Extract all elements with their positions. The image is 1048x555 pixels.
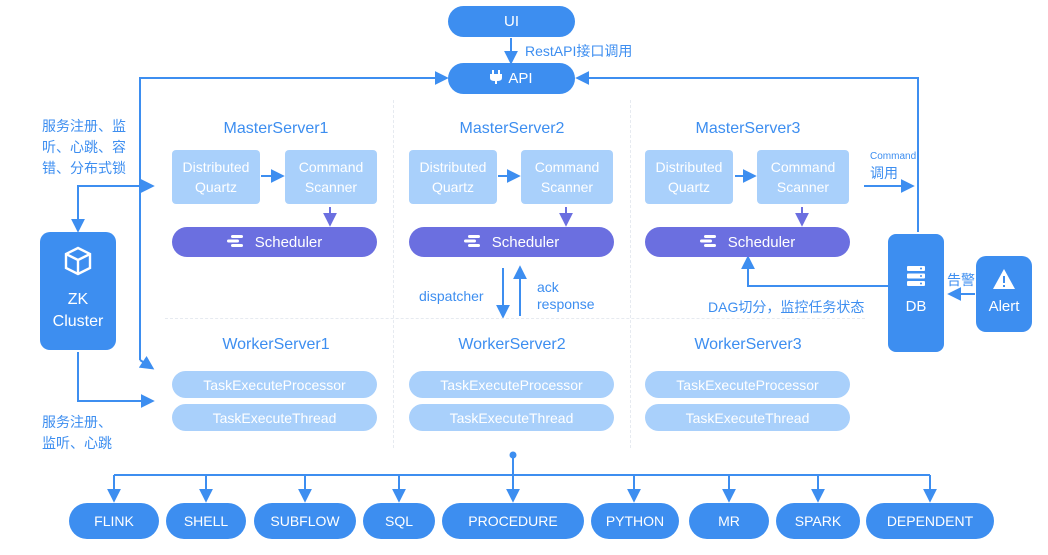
distributed-quartz-box: Distributed Quartz — [409, 150, 497, 204]
note-line: 服务注册、 — [42, 414, 112, 430]
master-title: MasterServer3 — [695, 120, 801, 137]
task-type-flink: FLINK — [69, 503, 159, 539]
zk-cluster-node: ZK Cluster — [40, 232, 116, 350]
command-scanner-box: Command Scanner — [757, 150, 849, 204]
command-scanner-box: Command Scanner — [521, 150, 613, 204]
restapi-note: RestAPI接口调用 — [525, 43, 633, 59]
task-type-python: PYTHON — [591, 503, 679, 539]
scheduler-label: Scheduler — [491, 233, 560, 251]
task-type-sql: SQL — [363, 503, 435, 539]
ui-node: UI — [448, 6, 575, 37]
alert-node: Alert — [976, 256, 1032, 332]
note-line: 错、分布式锁 — [42, 160, 126, 176]
box-line: Scanner — [540, 179, 594, 195]
box-line: Quartz — [194, 179, 237, 195]
ui-label: UI — [504, 13, 519, 30]
task-type-spark: SPARK — [776, 503, 860, 539]
scheduler-label: Scheduler — [727, 233, 796, 251]
scheduler-icon — [226, 234, 247, 251]
column-divider — [630, 100, 631, 448]
scheduler-icon — [463, 234, 484, 251]
register-note-top: 服务注册、监 听、心跳、容 错、分布式锁 — [42, 116, 126, 179]
worker-title: WorkerServer3 — [694, 336, 802, 353]
box-line: Command — [770, 159, 836, 175]
task-execute-thread: TaskExecuteThread — [645, 404, 850, 431]
distributed-quartz-box: Distributed Quartz — [645, 150, 733, 204]
box-line: Quartz — [667, 179, 710, 195]
box-line: Distributed — [419, 159, 487, 175]
db-label: DB — [905, 298, 927, 315]
scheduler-node: Scheduler — [409, 227, 614, 257]
zk-line2: Cluster — [52, 313, 104, 330]
cube-icon — [40, 246, 116, 283]
box-line: Scanner — [304, 179, 358, 195]
warning-icon — [976, 268, 1032, 294]
master-title: MasterServer1 — [223, 120, 329, 137]
ack-note: ack response — [537, 279, 595, 313]
column-divider — [393, 100, 394, 448]
note-line: Command — [870, 151, 917, 162]
api-label: API — [508, 70, 533, 87]
task-type-procedure: PROCEDURE — [442, 503, 584, 539]
scheduler-node: Scheduler — [645, 227, 850, 257]
worker-title: WorkerServer1 — [222, 336, 330, 353]
database-icon — [888, 266, 944, 290]
note-line: ack — [537, 279, 559, 295]
row-divider — [165, 318, 865, 319]
note-line: 听、心跳、容 — [42, 139, 126, 155]
scheduler-label: Scheduler — [254, 233, 323, 251]
note-line: response — [537, 296, 595, 312]
note-line: 服务注册、监 — [42, 118, 126, 134]
task-execute-thread: TaskExecuteThread — [172, 404, 377, 431]
dag-note: DAG切分，监控任务状态 — [708, 299, 865, 315]
plug-icon — [490, 69, 503, 88]
task-type-shell: SHELL — [166, 503, 246, 539]
box-line: Distributed — [655, 159, 723, 175]
alert-label: Alert — [988, 298, 1020, 315]
scheduler-node: Scheduler — [172, 227, 377, 257]
task-type-dependent: DEPENDENT — [866, 503, 994, 539]
task-execute-processor: TaskExecuteProcessor — [645, 371, 850, 398]
note-line: 监听、心跳 — [42, 435, 112, 451]
master-title: MasterServer2 — [459, 120, 565, 137]
task-execute-processor: TaskExecuteProcessor — [409, 371, 614, 398]
task-type-subflow: SUBFLOW — [254, 503, 356, 539]
zk-line1: ZK — [67, 291, 89, 308]
box-line: Distributed — [182, 159, 250, 175]
distributed-quartz-box: Distributed Quartz — [172, 150, 260, 204]
command-note: Command 调用 — [870, 150, 916, 182]
dispatcher-note: dispatcher — [419, 288, 484, 304]
scheduler-icon — [699, 234, 720, 251]
api-node: API — [448, 63, 575, 94]
note-line: 调用 — [870, 165, 898, 181]
box-line: Quartz — [431, 179, 474, 195]
box-line: Scanner — [776, 179, 830, 195]
db-node: DB — [888, 234, 944, 352]
box-line: Command — [534, 159, 600, 175]
alert-note: 告警 — [947, 272, 975, 288]
box-line: Command — [298, 159, 364, 175]
task-execute-thread: TaskExecuteThread — [409, 404, 614, 431]
worker-title: WorkerServer2 — [458, 336, 566, 353]
task-execute-processor: TaskExecuteProcessor — [172, 371, 377, 398]
register-note-bottom: 服务注册、 监听、心跳 — [42, 412, 112, 454]
command-scanner-box: Command Scanner — [285, 150, 377, 204]
task-type-mr: MR — [689, 503, 769, 539]
